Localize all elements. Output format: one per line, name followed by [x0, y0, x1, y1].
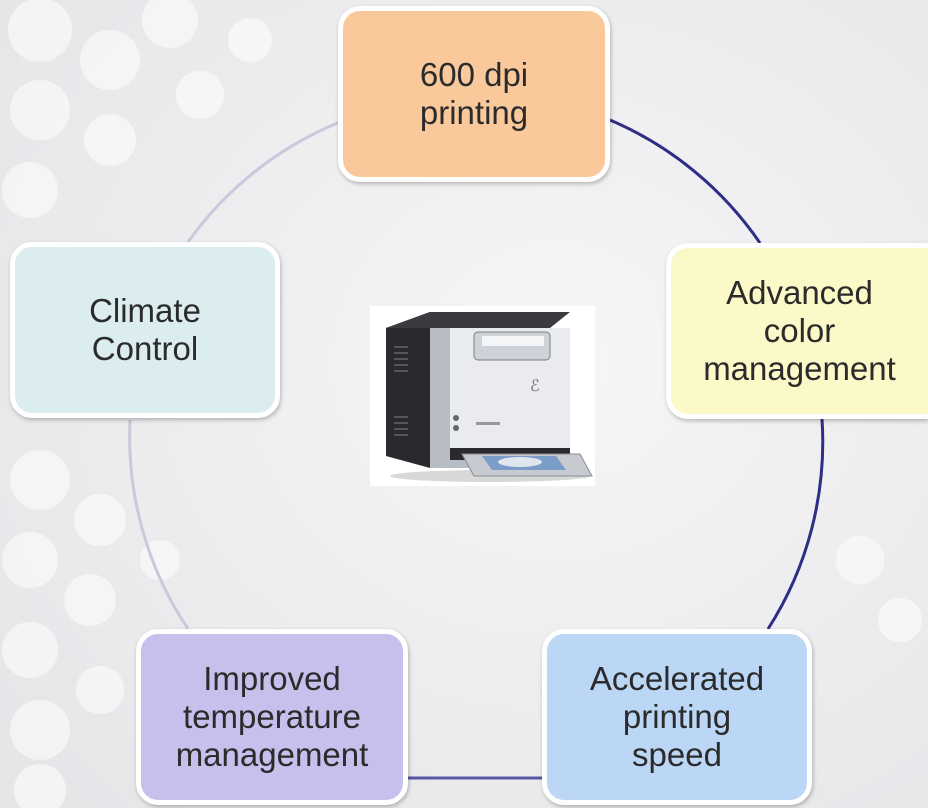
- printer-image: ℰ: [370, 306, 595, 486]
- node-label: Climate Control: [89, 292, 201, 367]
- node-advanced-color-management: Advanced color management: [666, 243, 928, 419]
- node-label: Advanced color management: [703, 274, 896, 387]
- node-accelerated-printing-speed: Accelerated printing speed: [542, 629, 812, 805]
- ring-segment-top-right: [609, 118, 762, 244]
- node-600-dpi-printing: 600 dpi printing: [338, 6, 610, 182]
- ring-segment-right: [766, 418, 825, 630]
- node-climate-control: Climate Control: [10, 242, 280, 418]
- node-label: 600 dpi printing: [419, 56, 529, 131]
- ring-segment-top-left: [186, 120, 341, 243]
- ring-segment-left: [128, 419, 190, 630]
- node-improved-temperature-management: Improved temperature management: [136, 629, 408, 805]
- svg-text:ℰ: ℰ: [530, 378, 540, 395]
- node-label: Improved temperature management: [175, 660, 369, 773]
- node-label: Accelerated printing speed: [589, 660, 765, 773]
